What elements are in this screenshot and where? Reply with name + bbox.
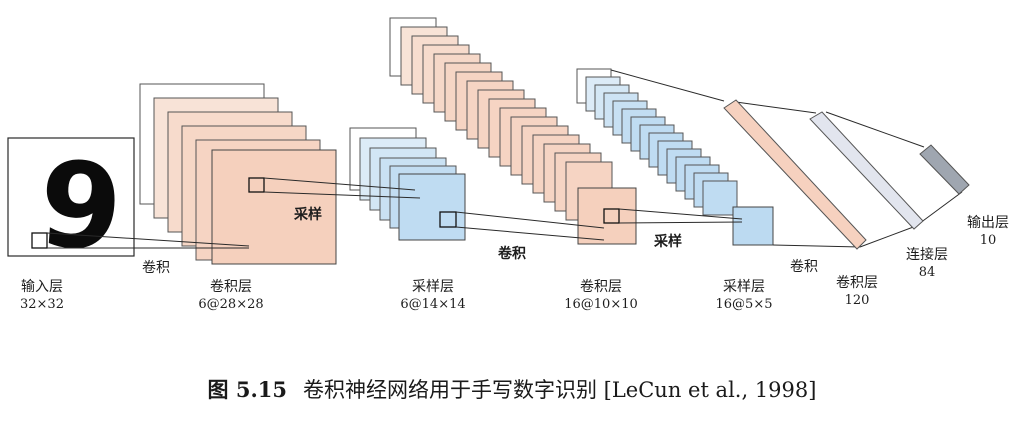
link-f6-output — [915, 191, 963, 227]
figure-caption: 图 5.15 卷积神经网络用于手写数字识别 [LeCun et al., 1998… — [0, 374, 1024, 404]
figure-number: 图 5.15 — [207, 377, 287, 402]
s4-map-front — [732, 206, 774, 246]
link-f6-output — [825, 111, 925, 148]
layer-name-c5: 卷积层 — [836, 275, 878, 291]
link-c5-f6 — [859, 225, 917, 248]
c1-receptive-field — [248, 177, 265, 193]
link-s4-c5 — [610, 69, 725, 102]
s2-feature-maps — [349, 127, 466, 241]
link-s2-c3 — [455, 226, 605, 241]
layer-size-f6: 84 — [919, 265, 936, 280]
link-c3-s4 — [618, 221, 743, 224]
op-label-pool1: 采样 — [293, 206, 322, 223]
link-c3-s4 — [618, 208, 743, 220]
connection-lines — [46, 69, 963, 249]
layer-name-input: 输入层 — [21, 279, 63, 295]
link-s4-c5 — [772, 244, 861, 248]
input-layer: 9 — [7, 134, 135, 278]
layer-size-output: 10 — [980, 233, 997, 248]
figure-caption-text: 卷积神经网络用于手写数字识别 [LeCun et al., 1998] — [302, 378, 817, 402]
s2-receptive-field — [439, 211, 457, 228]
link-c5-f6 — [735, 101, 817, 114]
link-c1-s2 — [263, 177, 416, 191]
layer-name-output: 输出层 — [967, 215, 1009, 231]
layer-size-input: 32×32 — [20, 297, 64, 312]
layer-size-s4: 16@5×5 — [716, 297, 773, 312]
c3-receptive-field — [603, 208, 620, 224]
op-label-pool2: 采样 — [653, 233, 682, 250]
layer-name-c1: 卷积层 — [210, 279, 252, 295]
layer-size-c5: 120 — [845, 293, 870, 308]
layer-name-s4: 采样层 — [723, 279, 765, 295]
layer-name-s2: 采样层 — [412, 279, 454, 295]
input-image-frame — [7, 137, 135, 257]
op-label-conv2: 卷积 — [497, 245, 526, 262]
output-layer-bar — [919, 144, 970, 195]
c1-feature-maps — [139, 83, 337, 265]
c3-feature-maps — [389, 17, 637, 245]
f6-layer-bar — [809, 111, 924, 230]
s4-map — [702, 180, 738, 216]
link-input-c1 — [46, 232, 250, 247]
cnn-architecture-diagram: 9 — [7, 17, 1009, 312]
link-s2-c3 — [455, 211, 605, 229]
op-label-conv3: 卷积 — [790, 259, 818, 275]
s4-feature-maps — [576, 68, 774, 246]
layer-name-f6: 连接层 — [906, 246, 948, 263]
input-digit: 9 — [35, 134, 127, 277]
link-c1-s2 — [263, 191, 421, 199]
c5-layer-bar — [723, 99, 867, 250]
input-receptive-field — [31, 232, 48, 249]
s2-map-front — [398, 173, 466, 241]
layer-size-c1: 6@28×28 — [198, 297, 263, 312]
c3-map-front — [577, 187, 637, 245]
layer-size-s2: 6@14×14 — [400, 297, 465, 312]
layer-size-c3: 16@10×10 — [564, 297, 638, 312]
layer-name-c3: 卷积层 — [580, 279, 622, 295]
op-label-conv1: 卷积 — [142, 260, 170, 276]
